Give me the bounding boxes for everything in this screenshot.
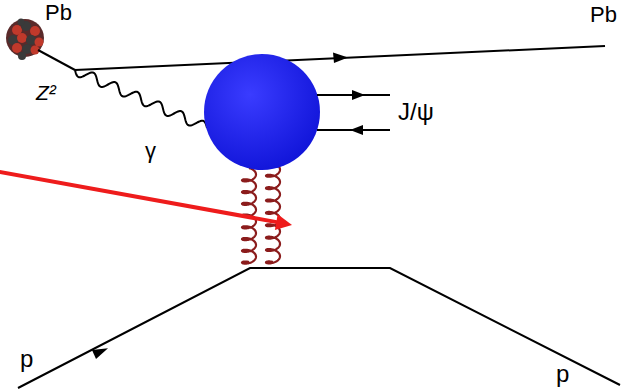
particle-label: Pb	[590, 4, 617, 26]
pointer-arrow-head	[275, 214, 292, 230]
nucleus-line	[38, 50, 75, 70]
particle-label: Pb	[45, 2, 72, 24]
arrow-head	[350, 125, 363, 135]
gluon-line	[266, 163, 280, 263]
charge-label: Z²	[36, 82, 56, 103]
interaction-blob	[204, 54, 320, 170]
arrow-head	[352, 90, 365, 100]
arrow-head	[92, 348, 108, 359]
particle-label: J/ψ	[398, 100, 434, 124]
particle-label: p	[20, 347, 33, 371]
particle-label: γ	[145, 140, 156, 162]
pointer-arrow	[0, 171, 278, 222]
nucleus-symbol	[6, 19, 44, 61]
nucleus-line	[75, 46, 605, 70]
particle-label: p	[556, 362, 569, 386]
photon-line	[75, 70, 207, 128]
proton-line	[18, 268, 620, 388]
arrow-head	[333, 53, 348, 64]
